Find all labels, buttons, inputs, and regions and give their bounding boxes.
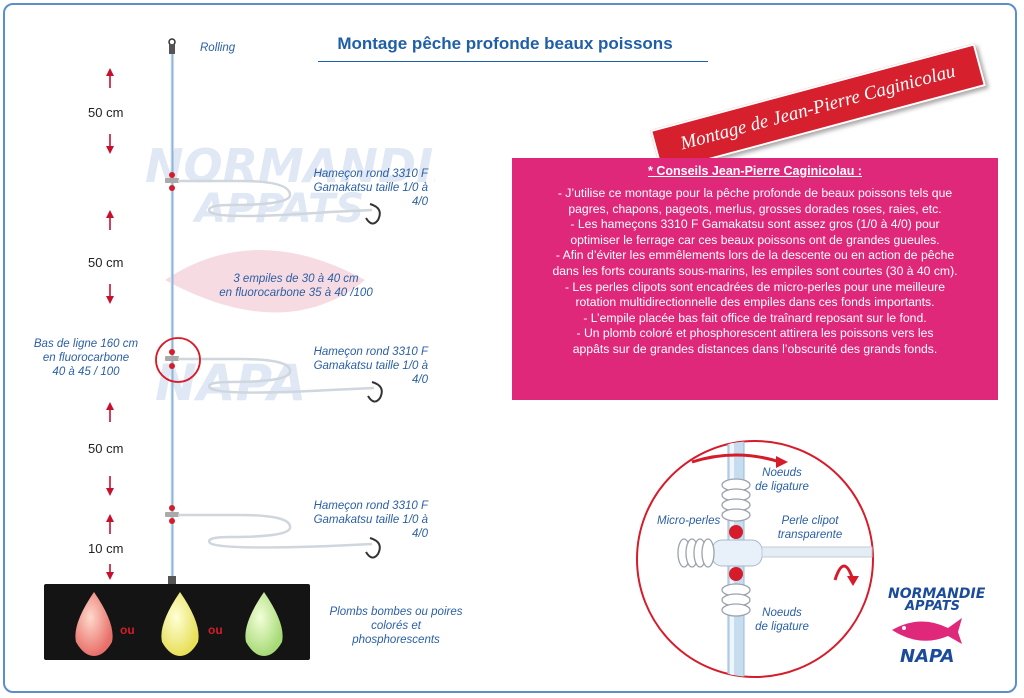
tips-line: appâts sur de grandes distances dans l’o… [572, 341, 938, 356]
swivel-body [169, 44, 175, 54]
distance-label-1: 50 cm [88, 105, 124, 120]
tips-line: - Un plomb coloré et phosphorescent atti… [576, 326, 934, 341]
knots-top-line2: de ligature [755, 481, 809, 493]
sinkers [75, 592, 283, 656]
distance-label-3: 50 cm [88, 441, 124, 456]
knots-top-line1: Noeuds [762, 467, 802, 479]
page-title: Montage pêche profonde beaux poissons [337, 34, 673, 53]
distance-arrows [106, 68, 114, 580]
micro-beads-label: Micro-perles [657, 515, 721, 527]
empiles-label-line2: en fluorocarbone 35 à 40 /100 [219, 287, 373, 299]
sinker-green [245, 592, 283, 656]
clip-bead-line1: Perle clipot [781, 515, 839, 527]
logo-fish-icon [892, 618, 962, 644]
distance-label-4: 10 cm [88, 541, 124, 556]
tips-line: - Les perles clipots sont encadrées de m… [564, 279, 946, 294]
snood-2 [165, 349, 383, 403]
detail-micro-bead-bottom [729, 567, 743, 581]
detail-highlight-circle [155, 337, 201, 383]
sinker-yellow [161, 592, 199, 656]
leader-label: Bas de ligne 160 cm en fluorocarbone 40 … [30, 337, 142, 379]
swivel-bottom [168, 576, 176, 586]
or-label-1: ou [120, 623, 135, 637]
hook-label-1-line2: Gamakatsu taille 1/0 à 4/0 [313, 182, 428, 208]
detail-knot-top [721, 478, 751, 522]
logo-line3: NAPA [900, 646, 955, 667]
clip-bead-line2: transparente [777, 529, 843, 541]
tips-box: * Conseils Jean-Pierre Caginicolau : - J… [512, 158, 998, 400]
hook-label-1-line1: Hameçon rond 3310 F [313, 168, 428, 180]
sinker-label-line1: Plombs bombes ou poires [329, 606, 463, 618]
distance-label-2: 50 cm [88, 255, 124, 270]
detail-micro-beads-side [677, 538, 715, 568]
tips-line: pagres, chapons, pageots, merlus, grosse… [568, 201, 942, 216]
knots-top-label: Noeuds de ligature [752, 466, 812, 494]
or-label-2: ou [208, 623, 223, 637]
logo-line1: NORMANDIE [888, 586, 986, 602]
sinker-label-line2: colorés et phosphorescents [352, 620, 440, 646]
snood-1 [165, 172, 381, 225]
hook-label-2-line1: Hameçon rond 3310 F [313, 346, 428, 358]
tips-line: - Afin d’éviter les emmêlements lors de … [555, 248, 955, 263]
watermark-fish [165, 250, 365, 313]
hook-label-2-line2: Gamakatsu taille 1/0 à 4/0 [313, 360, 428, 386]
tips-line: - J’utilise ce montage pour la pêche pro… [557, 186, 953, 200]
tips-line: optimiser le ferrage car ces beaux poiss… [570, 232, 940, 247]
leader-label-line3: 40 à 45 / 100 [52, 366, 120, 378]
leader-label-line2: en fluorocarbone [42, 352, 130, 364]
knots-bottom-line1: Noeuds [762, 607, 802, 619]
detail-rotation-arrow-top [691, 453, 781, 464]
leader-label-line1: Bas de ligne 160 cm [33, 338, 139, 350]
logo-line2: APPATS [905, 599, 960, 614]
sinker-red [75, 592, 113, 656]
snood-3 [165, 505, 381, 559]
tips-title: * Conseils Jean-Pierre Caginicolau : [648, 164, 862, 178]
watermark-text-2: APPATS [192, 186, 364, 232]
title-underline [318, 61, 708, 62]
hook-label-3: Hameçon rond 3310 F Gamakatsu taille 1/0… [296, 499, 428, 541]
detail-magnifier [636, 440, 874, 678]
tips-line: dans les forts courants sous-marins, les… [552, 263, 958, 278]
hook-label-2: Hameçon rond 3310 F Gamakatsu taille 1/0… [296, 345, 428, 387]
detail-rotation-arrow-right [833, 564, 855, 581]
detail-micro-bead-top [729, 525, 743, 539]
knots-bottom-label: Noeuds de ligature [752, 606, 812, 634]
tips-line: - Les hameçons 3310 F Gamakatsu sont ass… [570, 217, 940, 232]
watermark-text-1: NORMANDIE [145, 139, 435, 193]
rig-diagram [106, 38, 383, 586]
detail-knot-bottom [721, 583, 751, 617]
hook-label-3-line1: Hameçon rond 3310 F [313, 500, 428, 512]
clip-bead-label: Perle clipot transparente [770, 514, 850, 542]
tips-line: rotation multidirectionnelle des empiles… [575, 295, 935, 310]
hook-label-1: Hameçon rond 3310 F Gamakatsu taille 1/0… [296, 167, 428, 209]
hook-label-3-line2: Gamakatsu taille 1/0 à 4/0 [313, 514, 428, 540]
knots-bottom-line2: de ligature [755, 621, 809, 633]
empiles-label: 3 empiles de 30 à 40 cm en fluorocarbone… [196, 272, 396, 300]
tips-line: - L’empile placée bas fait office de tra… [583, 310, 927, 325]
rolling-label: Rolling [200, 42, 236, 54]
page-frame [3, 3, 1017, 693]
sinker-label: Plombs bombes ou poires colorés et phosp… [326, 605, 466, 647]
empiles-label-line1: 3 empiles de 30 à 40 cm [233, 273, 359, 285]
